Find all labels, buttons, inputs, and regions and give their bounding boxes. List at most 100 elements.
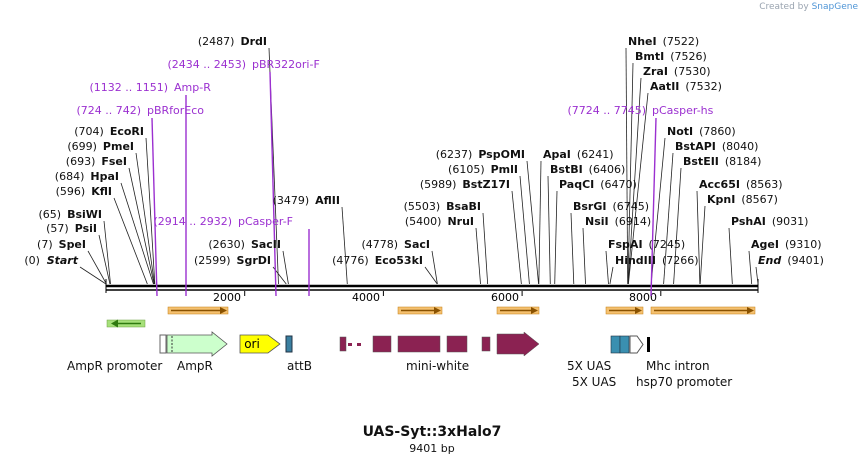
site-position: (7860) [699, 125, 736, 138]
site-pshai[interactable]: PshAI(9031) [731, 215, 808, 228]
site-name: PsiI [75, 222, 97, 235]
site-position: (8184) [725, 155, 762, 168]
site-bstz17i[interactable]: BstZ17I(5989) [420, 178, 510, 191]
site-hpai[interactable]: HpaI(684) [55, 170, 119, 183]
primer-pbr322ori-f[interactable]: (2434 .. 2453)pBR322ori-F [167, 58, 319, 71]
site-name: NotI [667, 125, 693, 138]
site-nsii[interactable]: NsiI(6914) [585, 215, 651, 228]
primer-leader [269, 71, 277, 297]
site-position: (699) [67, 140, 97, 153]
site-bsabi[interactable]: BsaBI(5503) [404, 200, 481, 213]
ori-label-inline: ori [244, 337, 260, 351]
site-name: NheI [628, 35, 657, 48]
site-aatii[interactable]: AatII(7532) [650, 80, 722, 93]
site-eco53ki[interactable]: Eco53kI(4776) [332, 254, 423, 267]
site-position: (704) [74, 125, 104, 138]
site-nhei[interactable]: NheI(7522) [628, 35, 699, 48]
site-bsrgi[interactable]: BsrGI(6745) [573, 200, 649, 213]
site-ecori[interactable]: EcoRI(704) [74, 125, 144, 138]
site-hindiii[interactable]: HindIII(7266) [615, 254, 699, 267]
site-pmei[interactable]: PmeI(699) [67, 140, 134, 153]
site-name: SacI [404, 238, 430, 251]
site-leader [748, 250, 753, 285]
site-leader [145, 137, 156, 285]
site-name: BstEII [683, 155, 719, 168]
primer-pbrforeco[interactable]: (724 .. 742)pBRforEco [76, 104, 204, 117]
site-name: FseI [101, 155, 127, 168]
site-name: PshAI [731, 215, 766, 228]
site-leader [582, 227, 586, 285]
site-sacii[interactable]: SacII(2630) [208, 238, 281, 251]
site-nrui[interactable]: NruI(5400) [405, 215, 474, 228]
snapgene-credit: Created by SnapGene [759, 2, 858, 12]
site-name: Eco53kI [375, 254, 423, 267]
feature-ori[interactable]: ori [239, 334, 281, 354]
site-bstbi[interactable]: BstBI(6406) [550, 163, 625, 176]
orf-arrow[interactable] [167, 306, 229, 315]
primer-range: (2914 .. 2932) [153, 215, 232, 228]
promoter-arrow-green[interactable] [106, 319, 146, 328]
site-psii[interactable]: PsiI(57) [46, 222, 97, 235]
site-agei[interactable]: AgeI(9310) [751, 238, 822, 251]
primer-range: (1132 .. 1151) [89, 81, 168, 94]
site-name: SacII [251, 238, 281, 251]
site-leader [609, 266, 614, 285]
feature-uas[interactable] [610, 335, 650, 354]
site-name: PmlI [491, 163, 518, 176]
site-end[interactable]: End(9401) [758, 254, 824, 267]
credit-prefix: Created by [759, 2, 809, 12]
site-leader [538, 160, 542, 285]
site-fspai[interactable]: FspAI(7245) [608, 238, 685, 251]
site-acc65i[interactable]: Acc65I(8563) [699, 178, 783, 191]
primer-pcasper-f[interactable]: (2914 .. 2932)pCasper-F [153, 215, 293, 228]
site-leader [431, 250, 438, 285]
site-zrai[interactable]: ZraI (7530) [643, 65, 711, 78]
site-bsiwi[interactable]: BsiWI(65) [38, 208, 102, 221]
site-pmli[interactable]: PmlI(6105) [448, 163, 518, 176]
orf-arrow[interactable] [496, 306, 540, 315]
site-leader [98, 234, 111, 285]
site-start[interactable]: Start(0) [24, 254, 78, 267]
site-kfli[interactable]: KflI(596) [56, 185, 112, 198]
site-aflii[interactable]: AflII(3479) [273, 194, 340, 207]
site-leader [128, 167, 155, 285]
site-saci[interactable]: SacI(4778) [361, 238, 430, 251]
site-noti[interactable]: NotI (7860) [667, 125, 736, 138]
primer-amp-r[interactable]: (1132 .. 1151) Amp-R [89, 81, 211, 94]
site-position: (5989) [420, 178, 457, 191]
primer-name: Amp-R [174, 81, 211, 94]
primer-pcasper-hs[interactable]: (7724 .. 7745)pCasper-hs [567, 104, 713, 117]
site-leader [625, 47, 629, 285]
site-position: (7530) [674, 65, 711, 78]
site-name: AatII [650, 80, 679, 93]
orf-arrow[interactable] [605, 306, 644, 315]
site-drdi[interactable]: DrdI(2487) [198, 35, 267, 48]
site-pspomi[interactable]: PspOMI(6237) [436, 148, 525, 161]
site-bsteii[interactable]: BstEII (8184) [683, 155, 761, 168]
feature-mini-white[interactable] [339, 331, 540, 357]
site-fsei[interactable]: FseI(693) [66, 155, 127, 168]
site-name: BsrGI [573, 200, 606, 213]
site-leader [663, 152, 674, 285]
feature-amp-r[interactable] [159, 331, 228, 357]
site-bstapi[interactable]: BstAPI(8040) [675, 140, 758, 153]
site-spei[interactable]: SpeI(7) [37, 238, 86, 251]
site-name: Acc65I [699, 178, 740, 191]
site-name: DrdI [240, 35, 267, 48]
site-kpni[interactable]: KpnI(8567) [707, 193, 778, 206]
site-bmti[interactable]: BmtI(7526) [635, 50, 707, 63]
site-name: ZraI [643, 65, 668, 78]
feature-label-amp-promoter: AmpR promoter [67, 359, 162, 373]
primer-name: pBR322ori-F [252, 58, 320, 71]
site-apai[interactable]: ApaI(6241) [543, 148, 613, 161]
orf-arrow[interactable] [397, 306, 443, 315]
site-position: (6914) [615, 215, 652, 228]
feature-attb[interactable] [285, 335, 293, 353]
tick-label: 4000 [352, 291, 380, 304]
feature-label-mini-white: mini-white [406, 359, 469, 373]
primer-leader [650, 117, 657, 297]
orf-arrow[interactable] [650, 306, 756, 315]
site-paqci[interactable]: PaqCI(6470) [559, 178, 637, 191]
site-sgrdi[interactable]: SgrDI(2599) [194, 254, 271, 267]
site-name: BsaBI [446, 200, 481, 213]
